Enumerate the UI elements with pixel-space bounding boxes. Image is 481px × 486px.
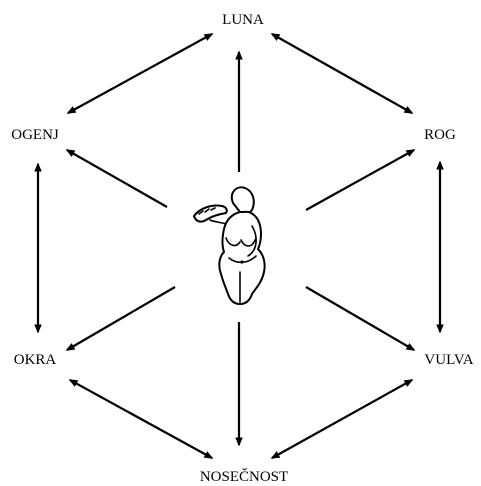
arrow-ogenj-luna — [68, 34, 212, 113]
node-label-vulva: VULVA — [424, 352, 473, 368]
node-label-okra: OKRA — [14, 352, 57, 368]
arrow-center-rog — [306, 150, 414, 210]
arrow-center-okra — [67, 287, 175, 350]
node-label-rog: ROG — [424, 127, 456, 143]
node-label-luna: LUNA — [222, 12, 264, 28]
arrow-center-ogenj — [67, 150, 167, 207]
node-label-ogenj: OGENJ — [11, 127, 59, 143]
venus-figurine-icon — [194, 187, 265, 304]
arrow-luna-rog — [272, 34, 412, 113]
node-label-nosecnost: NOSEČNOST — [200, 468, 288, 485]
arrow-vulva-nosecnost — [272, 380, 412, 458]
arrow-center-vulva — [306, 287, 414, 350]
arrow-nosecnost-okra — [70, 380, 212, 458]
